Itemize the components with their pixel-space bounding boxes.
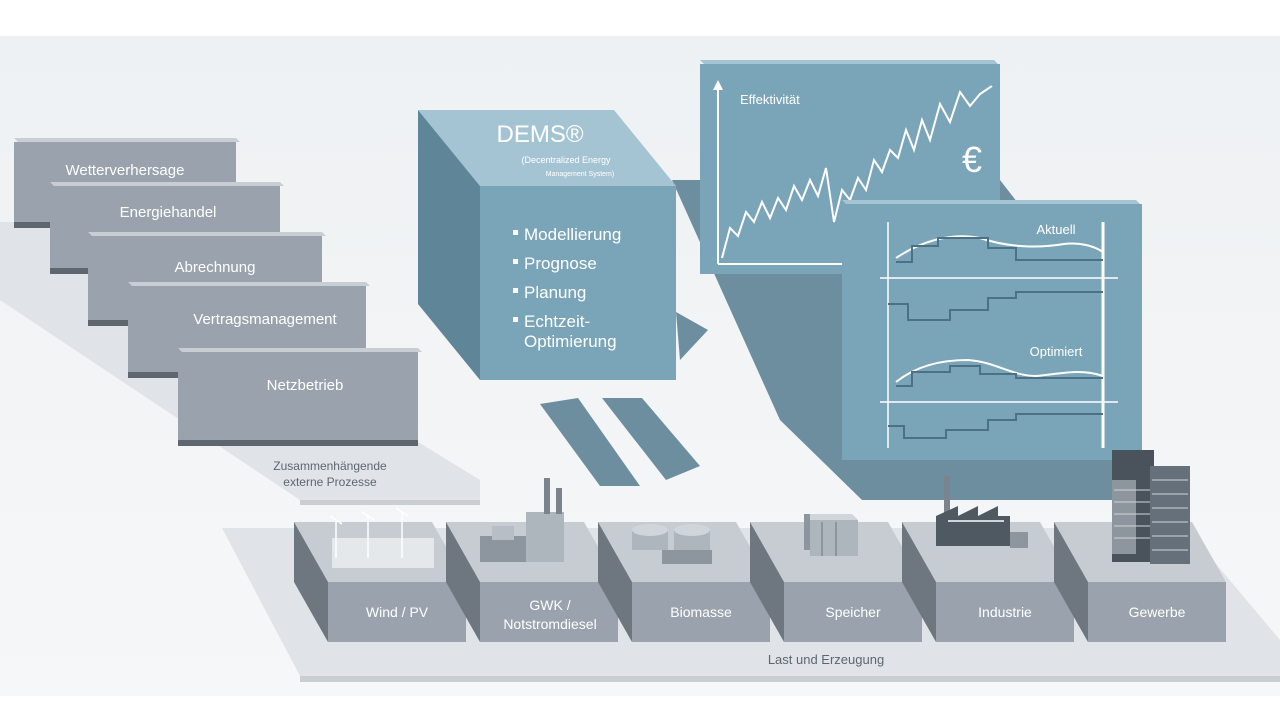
unit-wind-pv[interactable]: Wind / PV: [294, 507, 466, 642]
dems-subtitle: (Decentralized Energy: [521, 155, 611, 165]
process-box-label: Wetterverhersage: [66, 162, 185, 179]
current-schedule-step: [896, 237, 1103, 263]
wind-turbine-icon: [329, 507, 409, 558]
dems-subtitle-2: Management System): [546, 171, 614, 178]
cube-front: [480, 186, 676, 380]
schedule-label-current: Aktuell: [1036, 222, 1075, 237]
schedule-label-optimized: Optimiert: [1030, 344, 1083, 359]
bullet-icon: [513, 259, 518, 264]
bullet-icon: [513, 317, 518, 322]
unit-label: GWK /: [529, 597, 570, 613]
cube-side: [418, 110, 480, 380]
power-plant-icon: [480, 478, 564, 562]
arrow-down-icon: [540, 398, 640, 486]
axis-arrow-icon: [713, 80, 723, 90]
unit-label: Biomasse: [670, 604, 732, 620]
factory-icon: [936, 476, 1028, 548]
units-caption: Last und Erzeugung: [768, 652, 884, 667]
process-box-grid[interactable]: Netzbetrieb: [178, 348, 422, 446]
unit-label-2: Notstromdiesel: [503, 616, 596, 632]
schedule-panel: Aktuell Optimiert: [842, 200, 1142, 460]
unit-commerce[interactable]: Gewerbe: [1054, 450, 1226, 642]
optimized-load-step: [888, 413, 1103, 439]
dems-bullet: Optimierung: [524, 332, 617, 351]
process-box-label: Vertragsmanagement: [193, 311, 337, 328]
optimized-forecast-curve: [895, 358, 1104, 383]
biogas-tank-icon: [632, 524, 712, 564]
battery-storage-icon: [804, 514, 858, 556]
unit-industry[interactable]: Industrie: [902, 476, 1074, 642]
left-stack-caption-2: externe Prozesse: [283, 475, 377, 489]
bullet-icon: [513, 288, 518, 293]
left-stack-caption: Zusammenhängende: [273, 459, 387, 473]
process-box-label: Abrechnung: [175, 259, 256, 276]
euro-icon: €: [962, 139, 982, 180]
dems-bullet: Prognose: [524, 254, 597, 273]
process-box-label: Energiehandel: [120, 204, 217, 221]
flow-arrows: [540, 398, 700, 486]
dems-cube[interactable]: DEMS® (Decentralized Energy Management S…: [418, 110, 676, 380]
current-forecast-curve: [895, 235, 1104, 259]
unit-label: Wind / PV: [366, 604, 429, 620]
unit-label: Gewerbe: [1129, 604, 1186, 620]
bullet-icon: [513, 230, 518, 235]
unit-chp-diesel[interactable]: GWK / Notstromdiesel: [446, 478, 618, 642]
unit-label: Industrie: [978, 604, 1032, 620]
dems-bullet: Planung: [524, 283, 586, 302]
unit-biomass[interactable]: Biomasse: [598, 522, 770, 642]
unit-label: Speicher: [825, 604, 881, 620]
dems-bullet: Modellierung: [524, 225, 621, 244]
process-box-label: Netzbetrieb: [267, 377, 344, 394]
dems-title: DEMS®: [496, 121, 583, 148]
unit-storage[interactable]: Speicher: [750, 514, 922, 642]
optimized-schedule-step: [896, 365, 1103, 387]
arrow-down-icon: [602, 398, 700, 480]
cube-top: [418, 110, 676, 186]
office-building-icon: [1112, 450, 1190, 564]
effectivity-title: Effektivität: [740, 92, 800, 107]
current-load-step: [888, 291, 1103, 321]
dems-bullet: Echtzeit-: [524, 312, 590, 331]
solar-panel-icon: [332, 538, 434, 568]
left-stack: Wetterverhersage Energiehandel Abrechnun…: [14, 138, 422, 489]
